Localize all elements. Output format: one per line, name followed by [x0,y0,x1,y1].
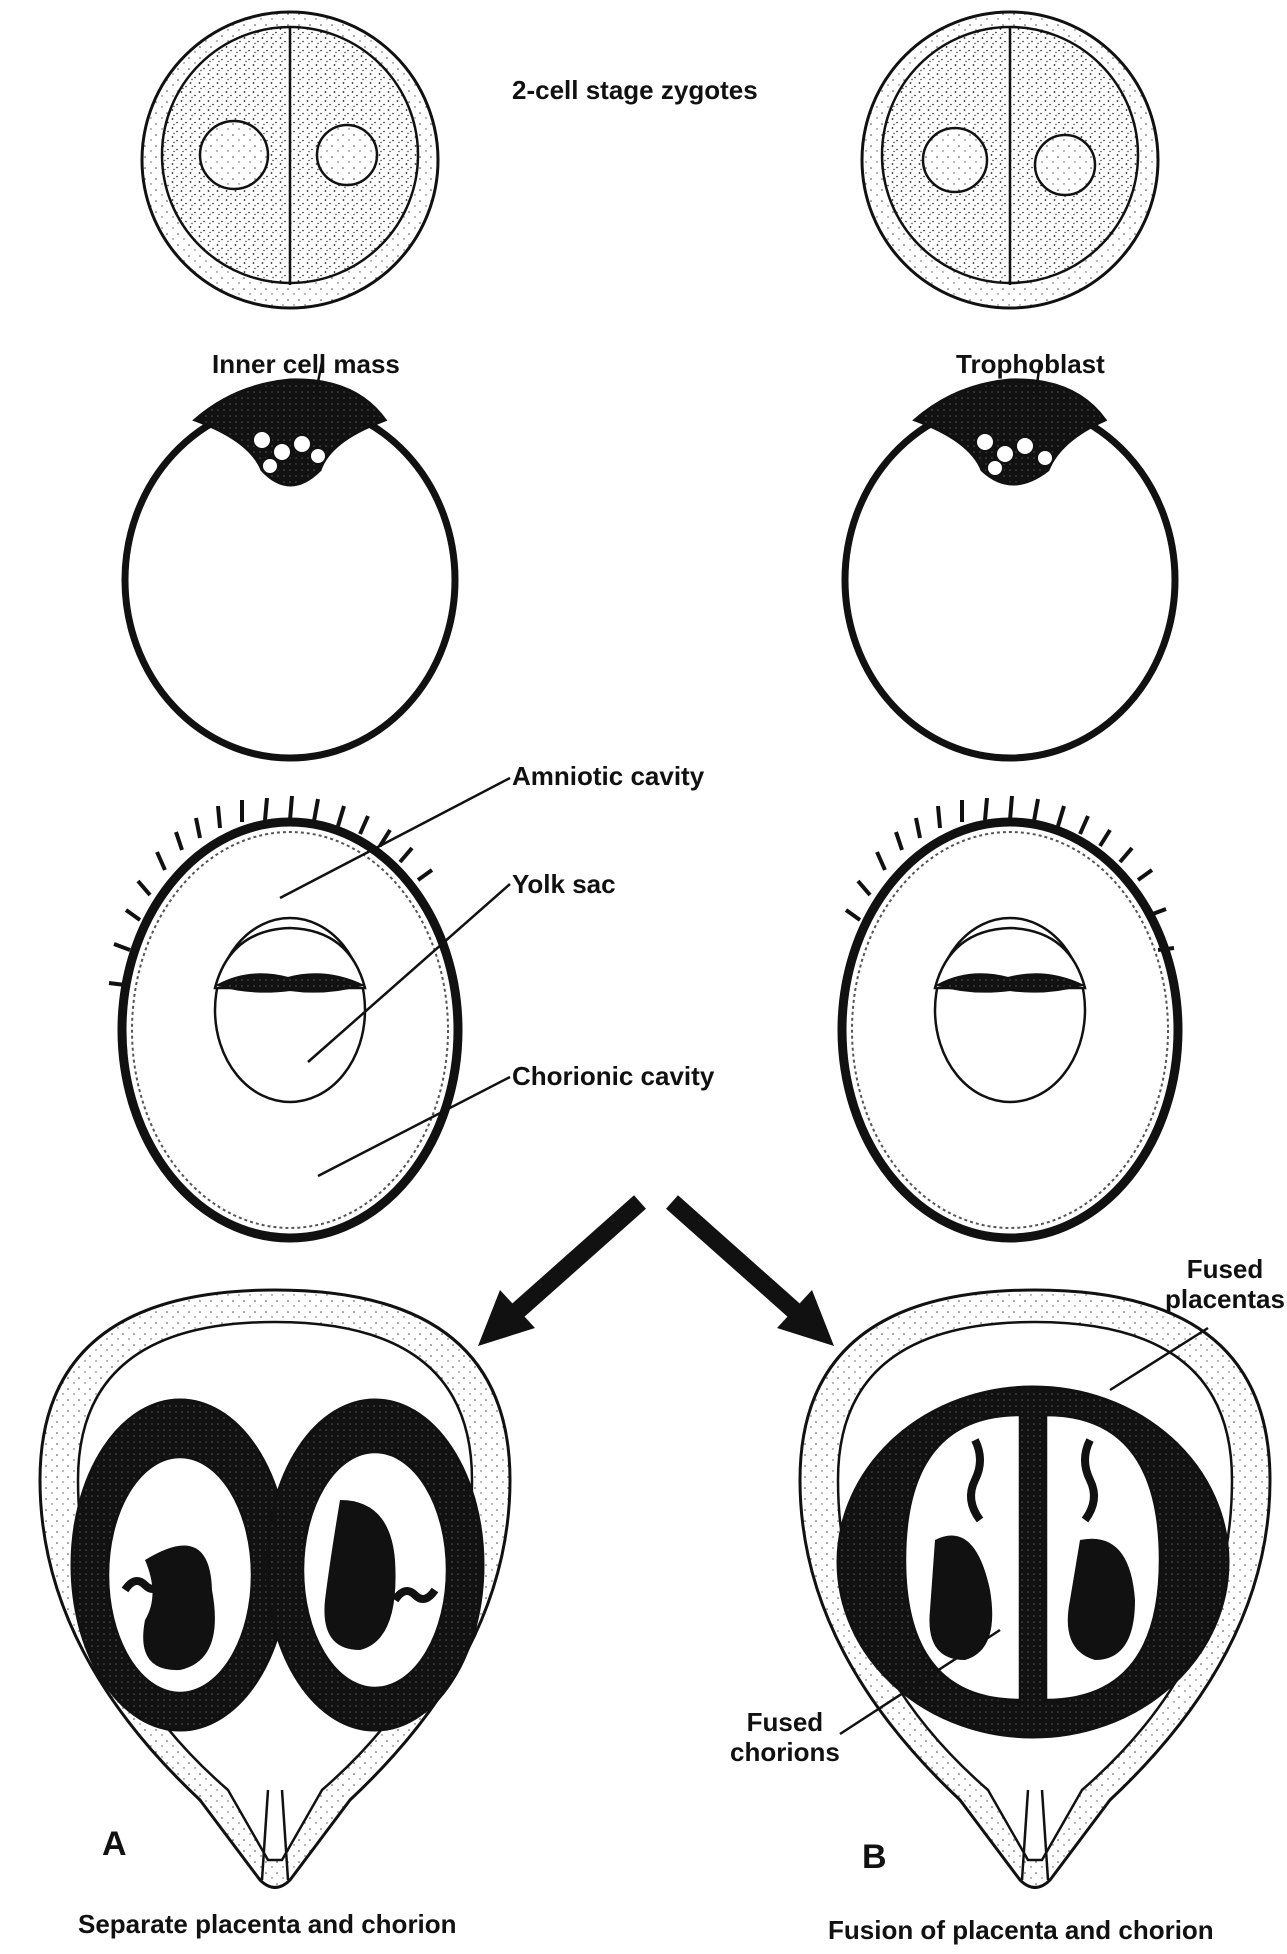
blastocyst-right [841,361,1179,762]
uterus-a [38,1288,512,1889]
caption-fusion: Fusion of placenta and chorion [828,1915,1214,1945]
arrow-left [478,1195,646,1346]
zygote-left [140,10,440,310]
zygote-right [860,10,1160,310]
chorionic-sac-right [837,795,1183,1243]
blastocyst-left [121,361,459,762]
label-amniotic-cavity: Amniotic cavity [512,761,705,791]
placenta-a-left [70,1398,290,1732]
label-fused-placentas-line2: placentas [1165,1283,1285,1314]
label-trophoblast: Trophoblast [956,349,1105,379]
caption-separate: Separate placenta and chorion [78,1909,457,1939]
fused-placenta-b [836,1385,1230,1739]
placenta-a-right [265,1398,485,1732]
label-chorionic-cavity: Chorionic cavity [512,1061,715,1091]
label-fused-placentas-line1: Fused [1186,1254,1264,1284]
label-inner-cell-mass: Inner cell mass [212,349,400,379]
leader-lines-sac [279,776,511,1178]
label-two-cell-stage: 2-cell stage zygotes [512,75,758,105]
panel-label-b: B [862,1838,887,1876]
label-fused-chorions-line2: chorions [730,1736,840,1767]
panel-label-a: A [102,1825,127,1863]
uterus-b [798,1288,1272,1889]
villi-left [108,795,434,987]
villi-right [844,795,1175,952]
leader-lines-fused [839,1326,1209,1736]
arrow-right [666,1195,834,1346]
label-yolk-sac: Yolk sac [512,869,616,899]
label-fused-chorions-line1: Fused [746,1707,824,1737]
label-fused-placentas: Fused placentas [1165,1254,1285,1315]
chorionic-sac-left [108,795,463,1243]
label-fused-chorions: Fused chorions [730,1707,840,1768]
